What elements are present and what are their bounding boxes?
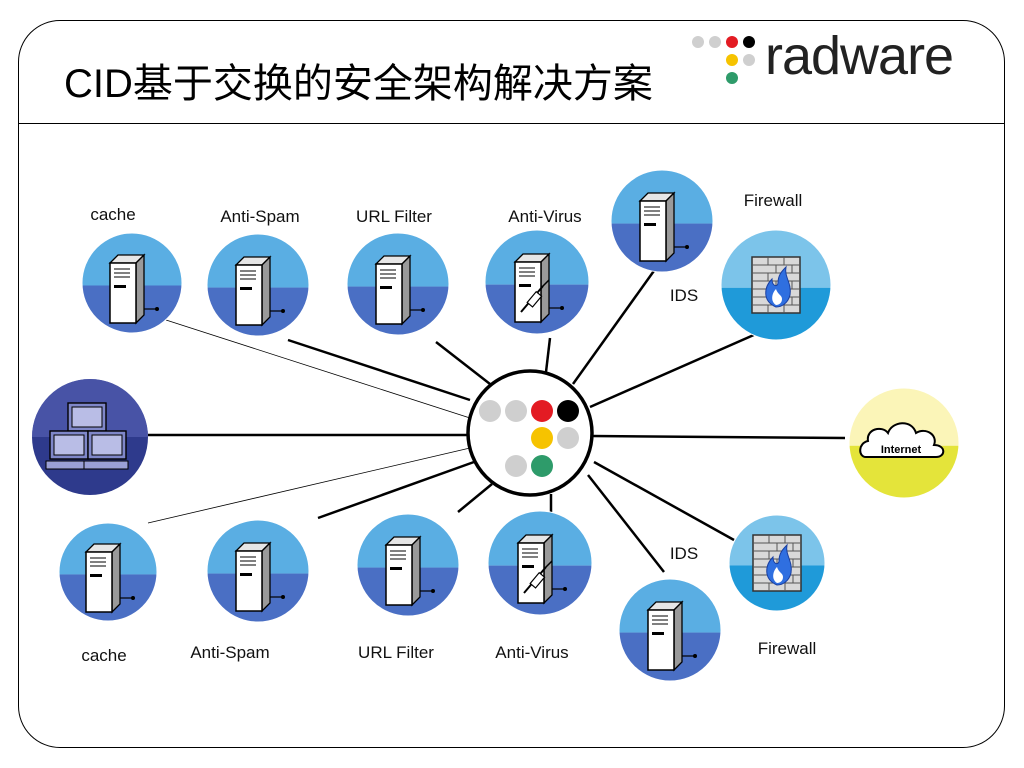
top_row-label-2: URL Filter: [356, 207, 432, 226]
bottom_row-label-3: Anti-Virus: [495, 643, 569, 662]
firewall-icon: [728, 514, 826, 612]
logo-dot: [709, 36, 721, 48]
connection-line: [317, 460, 475, 520]
hub-dot: [505, 400, 527, 422]
internet-cloud-icon: Internet: [848, 387, 960, 499]
connection-line: [165, 319, 471, 419]
connection-line: [435, 341, 491, 385]
logo-dot: [743, 36, 755, 48]
server-icon: [206, 233, 310, 337]
radware-switch-icon: [466, 369, 594, 497]
bottom_row-label-4: IDS: [669, 544, 699, 563]
connection-line: [591, 434, 846, 440]
hub-dot: [531, 400, 553, 422]
connection-line: [571, 267, 658, 385]
lan-computers-icon: [32, 379, 148, 495]
top_row-label-1: Anti-Spam: [220, 207, 300, 226]
title-divider: [19, 123, 1004, 124]
top_row-label-4: IDS: [669, 286, 699, 305]
logo-dot: [726, 72, 738, 84]
logo-dot: [692, 36, 704, 48]
connection-line: [587, 474, 665, 573]
logo-dot: [726, 36, 738, 48]
connection-line: [147, 447, 471, 524]
radware-logo: radware: [690, 26, 1000, 94]
hub-dot: [505, 455, 527, 477]
firewall-icon: [720, 229, 832, 341]
connection-line: [589, 332, 757, 409]
logo-dot: [743, 54, 755, 66]
hub-dot: [531, 455, 553, 477]
server-icon: [618, 578, 722, 682]
connection-line: [457, 483, 493, 513]
server-icon: [81, 232, 183, 334]
slide-frame: [18, 20, 1005, 748]
hub-dot: [557, 400, 579, 422]
connection-line: [593, 460, 735, 542]
bottom_row-label-1: Anti-Spam: [190, 643, 270, 662]
top_row-label-5: Firewall: [743, 191, 803, 210]
internet-label: Internet: [881, 444, 922, 456]
hub-dot: [557, 427, 579, 449]
top_row-label-0: cache: [90, 205, 136, 224]
logo-dot: [726, 54, 738, 66]
connection-line: [544, 337, 552, 373]
server-icon: [346, 232, 450, 336]
bottom_row-label-0: cache: [81, 646, 127, 665]
logo-text: radware: [765, 26, 954, 86]
bottom_row-label-5: Firewall: [757, 639, 817, 658]
top_row-label-3: Anti-Virus: [508, 207, 582, 226]
bottom_row-label-2: URL Filter: [358, 643, 434, 662]
connection-line: [287, 338, 471, 402]
slide-title: CID基于交换的安全架构解决方案: [64, 62, 653, 106]
hub-dot: [531, 427, 553, 449]
hub-dot: [479, 400, 501, 422]
antivirus-server-icon: [484, 229, 590, 335]
